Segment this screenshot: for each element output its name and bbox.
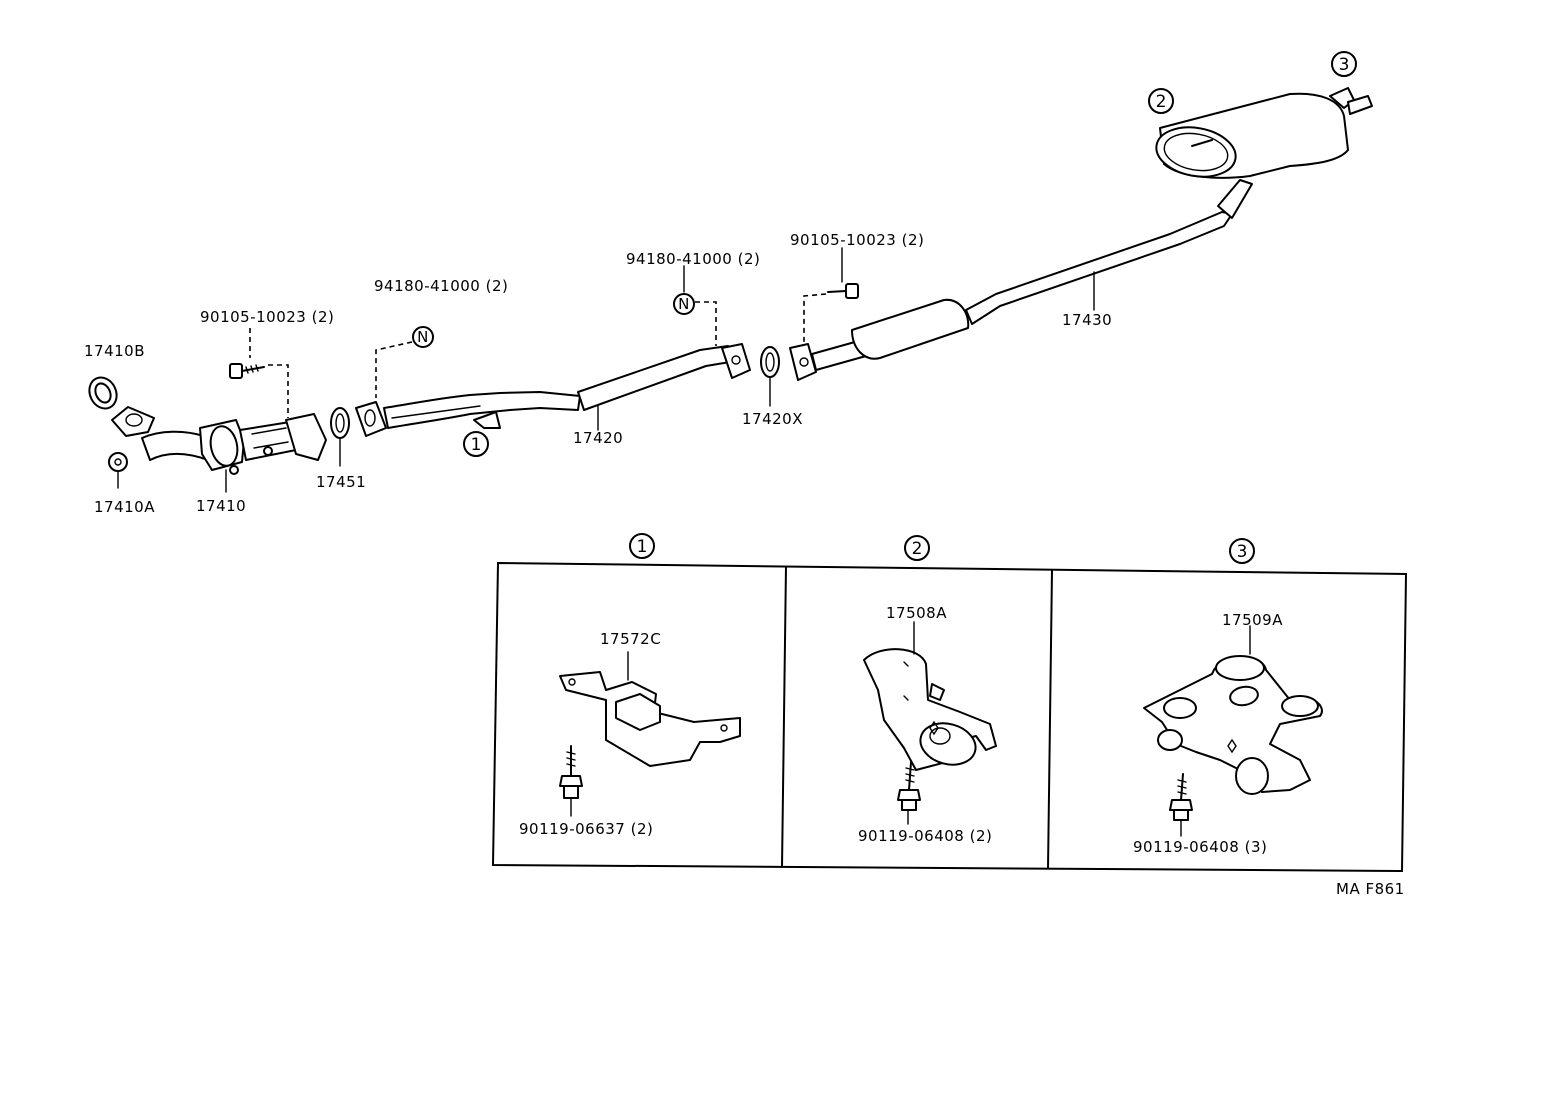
label-17451: 17451 [316, 473, 366, 491]
gasket-17420X [760, 346, 780, 378]
detail-panel-frame [491, 561, 1408, 873]
tail-pipe-17430 [789, 87, 1373, 381]
svg-text:2: 2 [1156, 92, 1167, 112]
label-nut-94180-left: 94180-41000 (2) [374, 277, 508, 295]
label-17410: 17410 [196, 497, 246, 515]
label-17430: 17430 [1062, 311, 1112, 329]
label-bolt-90119-06637: 90119-06637 (2) [519, 820, 653, 838]
hanger-17508A [863, 621, 997, 771]
detail-header-1: 1 [629, 533, 655, 559]
label-17508A: 17508A [886, 604, 947, 622]
detail-header-3: 3 [1229, 538, 1255, 564]
bolt-90119-06408-a [897, 761, 921, 825]
front-pipe-17410 [111, 406, 327, 475]
label-17509A: 17509A [1222, 611, 1283, 629]
svg-text:2: 2 [912, 539, 923, 559]
label-bolt-90119-06408-a: 90119-06408 (2) [858, 827, 992, 845]
center-pipe-17420 [355, 343, 751, 437]
gasket-17451 [330, 407, 350, 439]
bracket-17572C [559, 651, 741, 767]
svg-text:1: 1 [637, 537, 648, 557]
nut-N-left [412, 326, 434, 348]
svg-text:1: 1 [471, 435, 482, 455]
bolt-90105-right [827, 283, 859, 299]
label-17410A: 17410A [94, 498, 155, 516]
diagram-code: MA F861 [1336, 880, 1405, 898]
label-bolt-90119-06408-b: 90119-06408 (3) [1133, 838, 1267, 856]
nut-N-symbol: N [678, 295, 690, 313]
label-17572C: 17572C [600, 630, 661, 648]
label-nut-94180-right: 94180-41000 (2) [626, 250, 760, 268]
label-bolt-90105-left: 90105-10023 (2) [200, 308, 334, 326]
nut-N-right [673, 293, 695, 315]
callout-1: 1 [463, 431, 489, 457]
label-bolt-90105-right: 90105-10023 (2) [790, 231, 924, 249]
detail-header-2: 2 [904, 535, 930, 561]
nut-N-symbol: N [417, 328, 429, 346]
nut-17410A [108, 452, 128, 472]
bolt-90119-06637 [559, 745, 583, 817]
label-17420: 17420 [573, 429, 623, 447]
label-17420X: 17420X [742, 410, 803, 428]
bolt-90119-06408-b [1169, 773, 1193, 837]
hanger-17509A [1143, 625, 1323, 795]
svg-text:3: 3 [1339, 55, 1350, 75]
svg-text:3: 3 [1237, 542, 1248, 562]
gasket-17410B [88, 376, 118, 410]
callout-3: 3 [1331, 51, 1357, 77]
bolt-90105-left [229, 363, 265, 379]
callout-2: 2 [1148, 88, 1174, 114]
label-17410B: 17410B [84, 342, 145, 360]
